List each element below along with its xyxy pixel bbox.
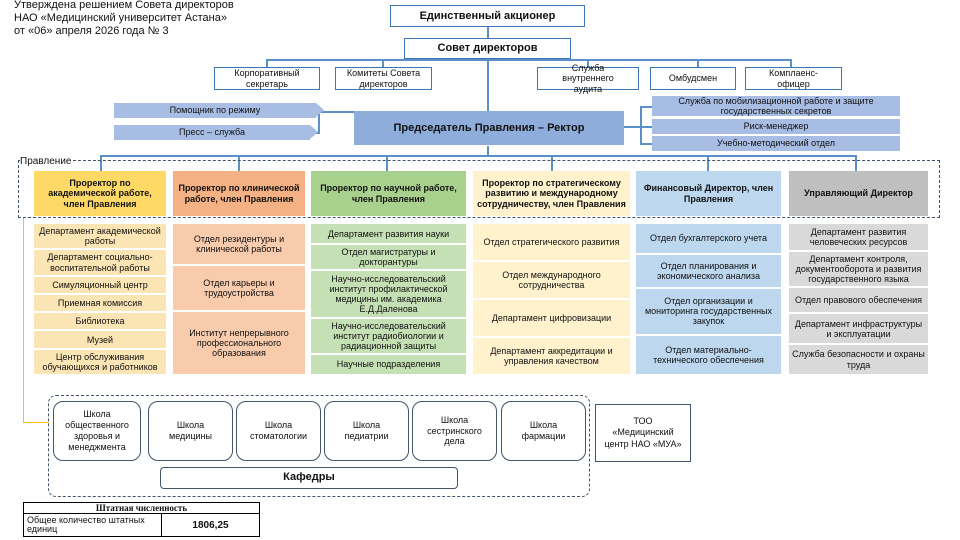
board-unit-corporate-secretary: Корпоративный секретарь — [214, 67, 320, 90]
school-dentistry: Школа стоматологии — [236, 401, 321, 461]
unit-cell: Департамент социально-воспитательной раб… — [34, 250, 166, 277]
connector — [587, 59, 589, 68]
connector — [266, 59, 790, 61]
unit-cell: Отдел международного сотрудничества — [473, 262, 630, 300]
unit-cell: Департамент развития человеческих ресурс… — [789, 224, 928, 253]
connector — [100, 155, 856, 157]
arrow-left-helper — [310, 125, 318, 139]
connector — [640, 106, 642, 144]
right-unit-mobilization: Служба по мобилизационной работе и защит… — [652, 96, 900, 116]
director-strategy: Проректор по стратегическому развитию и … — [473, 171, 630, 216]
unit-cell: Приемная комиссия — [34, 295, 166, 314]
schools-frame — [48, 395, 590, 497]
unit-cell: Департамент инфраструктуры и эксплуатаци… — [789, 314, 928, 346]
board-unit-ombudsman: Омбудсмен — [650, 67, 736, 90]
connector — [790, 59, 792, 68]
departments-box: Кафедры — [160, 467, 458, 489]
unit-cell: Отдел стратегического развития — [473, 224, 630, 262]
board-unit-committees: Комитеты Совета директоров — [335, 67, 432, 90]
staff-label: Общее количество штатных единиц — [23, 513, 162, 537]
unit-cell: Отдел магистратуры и докторантуры — [311, 245, 466, 272]
connector — [238, 155, 240, 173]
board-box: Совет директоров — [404, 38, 571, 59]
medical-center-box: ТОО «Медицинский центр НАО «МУА» — [595, 404, 691, 462]
unit-cell: Отдел планирования и экономического анал… — [636, 255, 781, 289]
unit-cell: Департамент аккредитации и управления ка… — [490, 345, 613, 366]
connector-orange — [23, 422, 49, 423]
connector — [697, 59, 699, 68]
management-frame — [18, 160, 940, 218]
approval-line-3: от «06» апреля 2026 года № 3 — [14, 25, 169, 37]
unit-cell: Департамент развития науки — [311, 224, 466, 246]
connector — [318, 111, 354, 113]
column-clinical: Отдел резидентуры и клинической работы О… — [173, 224, 305, 374]
unit-cell: Отдел карьеры и трудоустройства — [173, 266, 305, 312]
unit-cell: Отдел организации и мониторинга государс… — [636, 289, 781, 336]
column-science: Департамент развития науки Отдел магистр… — [311, 224, 466, 374]
chairman-box: Председатель Правления – Ректор — [354, 111, 624, 145]
column-academic: Департамент академической работы Департа… — [34, 224, 166, 374]
approval-note: Утверждена решением Совета директоров НА… — [14, 0, 254, 38]
unit-cell: Научно-исследовательский институт профил… — [311, 271, 466, 320]
connector — [855, 155, 857, 173]
staff-value: 1806,25 — [161, 513, 260, 537]
unit-cell: Музей — [34, 331, 166, 350]
connector — [640, 143, 652, 145]
board-unit-compliance: Комплаенс-офицер — [745, 67, 842, 90]
column-strategy: Отдел стратегического развития Отдел меж… — [473, 224, 630, 374]
shareholder-box: Единственный акционер — [390, 5, 585, 27]
connector — [707, 155, 709, 173]
connector — [487, 27, 489, 39]
right-unit-risk-manager: Риск-менеджер — [652, 119, 900, 134]
unit-cell: Отдел бухгалтерского учета — [636, 224, 781, 255]
connector — [487, 146, 489, 156]
connector — [266, 59, 268, 68]
connector — [100, 155, 102, 173]
staff-header: Штатная численность — [23, 502, 260, 514]
school-pediatrics: Школа педиатрии — [324, 401, 409, 461]
unit-cell: Департамент контроля, документооборота и… — [789, 252, 928, 289]
connector — [551, 155, 553, 173]
unit-cell: Департамент академической работы — [34, 224, 166, 251]
approval-line-1: Утверждена решением Совета директоров — [14, 0, 234, 11]
director-academic: Проректор по академической работе, член … — [34, 171, 166, 216]
management-label: Правление — [20, 156, 74, 167]
unit-cell: Симуляционный центр — [34, 277, 166, 295]
column-finance: Отдел бухгалтерского учета Отдел планиро… — [636, 224, 781, 374]
connector — [487, 59, 489, 111]
helper-press: Пресс – служба — [114, 125, 310, 140]
unit-cell: Научные подразделения — [336, 359, 441, 370]
unit-cell: Отдел материально-технического обеспечен… — [653, 344, 764, 365]
helper-regime: Помощник по режиму — [114, 103, 316, 118]
unit-cell: Департамент цифровизации — [473, 300, 630, 338]
connector — [386, 155, 388, 173]
director-science: Проректор по научной работе, член Правле… — [311, 171, 466, 216]
column-managing: Департамент развития человеческих ресурс… — [789, 224, 928, 374]
school-nursing: Школа сестринского дела — [412, 401, 497, 461]
school-medicine: Школа медицины — [148, 401, 233, 461]
approval-line-2: НАО «Медицинский университет Астана» — [14, 12, 227, 24]
unit-cell: Центр обслуживания обучающихся и работни… — [42, 351, 158, 372]
unit-cell: Отдел правового обеспечения — [789, 288, 928, 315]
school-public-health: Школа общественного здоровья и менеджмен… — [53, 401, 141, 461]
unit-cell: Служба безопасности и охраны труда — [792, 349, 925, 370]
unit-cell: Отдел резидентуры и клинической работы — [173, 224, 305, 267]
unit-cell: Научно-исследовательский институт радиоб… — [311, 319, 466, 355]
director-clinical: Проректор по клинической работе, член Пр… — [173, 171, 305, 216]
board-unit-internal-audit: Служба внутреннего аудита — [537, 63, 639, 94]
director-finance: Финансовый Директор, член Правления — [636, 171, 781, 216]
connector — [624, 126, 652, 128]
right-unit-methodical: Учебно-методический отдел — [652, 136, 900, 151]
arrow-left-helper — [316, 103, 324, 117]
school-pharmacy: Школа фармации — [501, 401, 586, 461]
connector-orange — [23, 217, 24, 423]
connector — [382, 59, 384, 68]
director-managing: Управляющий Директор — [789, 171, 928, 216]
connector — [640, 106, 652, 108]
staff-table: Штатная численность Общее количество шта… — [23, 502, 260, 537]
unit-cell: Институт непрерывного профессионального … — [189, 327, 289, 359]
unit-cell: Библиотека — [34, 313, 166, 332]
connector — [318, 111, 320, 133]
